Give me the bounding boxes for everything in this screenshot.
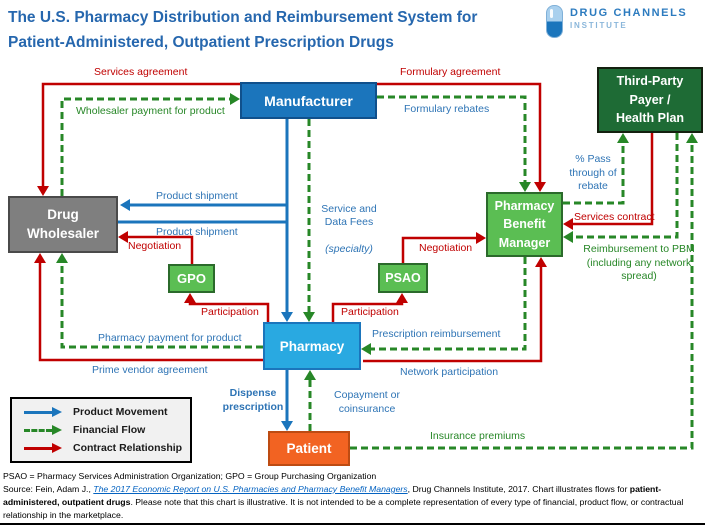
product-movement-arrow-icon (24, 407, 64, 417)
logo-brand: DRUG CHANNELS (570, 7, 688, 19)
edge-negotiation-psao-pbm (401, 232, 486, 263)
label-participation-gpo: Participation (201, 306, 259, 318)
label-dispense-prescription: Dispense prescription (222, 387, 284, 413)
label-pharmacy-payment: Pharmacy payment for product (98, 332, 242, 344)
label-participation-psao: Participation (341, 306, 399, 318)
label-product-shipment-top: Product shipment (156, 190, 238, 202)
edge-participation-psao (331, 293, 408, 322)
label-service-data-fees-note: (specialty) (325, 243, 373, 255)
label-copayment: Copayment or coinsurance (334, 389, 400, 415)
footnote-source-mid: , Drug Channels Institute, 2017. Chart i… (407, 484, 630, 494)
financial-flow-arrow-icon (24, 425, 64, 435)
footnote-abbreviations: PSAO = Pharmacy Services Administration … (3, 471, 377, 481)
edge-network-participation (363, 257, 547, 363)
legend-row-contract: Contract Relationship (24, 442, 190, 454)
label-services-contract: Services contract (574, 211, 655, 223)
label-negotiation-psao: Negotiation (419, 242, 473, 254)
node-drug-wholesaler: Drug Wholesaler (8, 196, 118, 253)
label-product-shipment-bottom: Product shipment (156, 226, 238, 238)
footnote-source-rest: . Please note that this chart is illustr… (3, 497, 684, 520)
capsule-icon (546, 5, 563, 38)
label-insurance-premiums: Insurance premiums (430, 430, 526, 442)
edge-insurance-premiums (350, 133, 698, 450)
label-formulary-agreement: Formulary agreement (400, 66, 501, 78)
label-prime-vendor-agreement: Prime vendor agreement (92, 364, 208, 376)
label-reimbursement-to-pbm: Reimbursement to PBM (including any netw… (583, 243, 695, 282)
legend-contract-label: Contract Relationship (73, 442, 183, 454)
node-pharmacy: Pharmacy (263, 322, 361, 370)
edge-prescription-reimbursement (361, 257, 527, 355)
footnote-source-bold: patient-administered, outpatient drugs (3, 484, 662, 507)
edge-prime-vendor-agreement (34, 253, 263, 362)
footnote-source: Source: Fein, Adam J., The 2017 Economic… (3, 483, 703, 522)
node-patient: Patient (268, 431, 350, 466)
bottom-border (0, 523, 705, 525)
footnote-source-prefix: Source: Fein, Adam J., (3, 484, 94, 494)
logo-text: DRUG CHANNELS INSTITUTE (570, 5, 687, 30)
node-third-party-payer: Third-Party Payer / Health Plan (597, 67, 703, 133)
edge-participation-gpo (184, 293, 270, 322)
node-gpo: GPO (168, 264, 215, 293)
edge-formulary-agreement (377, 82, 546, 192)
label-service-data-fees: Service and Data Fees (specialty) (318, 189, 380, 257)
edge-wholesaler-payment (60, 93, 240, 196)
contract-relationship-arrow-icon (24, 443, 64, 453)
edge-services-agreement (37, 82, 240, 196)
label-service-data-fees-text: Service and Data Fees (321, 202, 377, 229)
label-formulary-rebates: Formulary rebates (404, 103, 490, 115)
logo-subtitle: INSTITUTE (570, 21, 628, 30)
label-services-agreement: Services agreement (94, 66, 188, 78)
legend-row-product: Product Movement (24, 406, 190, 418)
legend-product-label: Product Movement (73, 406, 168, 418)
page-title: The U.S. Pharmacy Distribution and Reimb… (8, 9, 478, 51)
drug-channels-logo: DRUG CHANNELS INSTITUTE (546, 5, 687, 38)
legend-row-financial: Financial Flow (24, 424, 190, 436)
legend-financial-label: Financial Flow (73, 424, 146, 436)
edge-formulary-rebates (377, 95, 531, 192)
label-prescription-reimbursement: Prescription reimbursement (372, 328, 501, 340)
report-link[interactable]: The 2017 Economic Report on U.S. Pharmac… (93, 484, 408, 494)
edge-reimbursement-to-pbm (563, 133, 679, 243)
label-negotiation-gpo: Negotiation (128, 240, 182, 252)
label-pass-through-rebate: % Pass through of rebate (569, 153, 617, 192)
node-manufacturer: Manufacturer (240, 82, 377, 119)
node-psao: PSAO (378, 263, 428, 293)
edge-services-contract (563, 133, 654, 230)
edge-pharmacy-payment (56, 253, 263, 349)
edge-negotiation-wholesaler-gpo (118, 231, 194, 264)
edge-pass-through-rebate (563, 133, 629, 205)
label-network-participation: Network participation (400, 366, 499, 378)
legend: Product Movement Financial Flow Contract… (10, 397, 192, 463)
label-wholesaler-payment: Wholesaler payment for product (76, 105, 225, 117)
footnotes: PSAO = Pharmacy Services Administration … (3, 470, 703, 522)
node-pharmacy-benefit-manager: Pharmacy Benefit Manager (486, 192, 563, 257)
